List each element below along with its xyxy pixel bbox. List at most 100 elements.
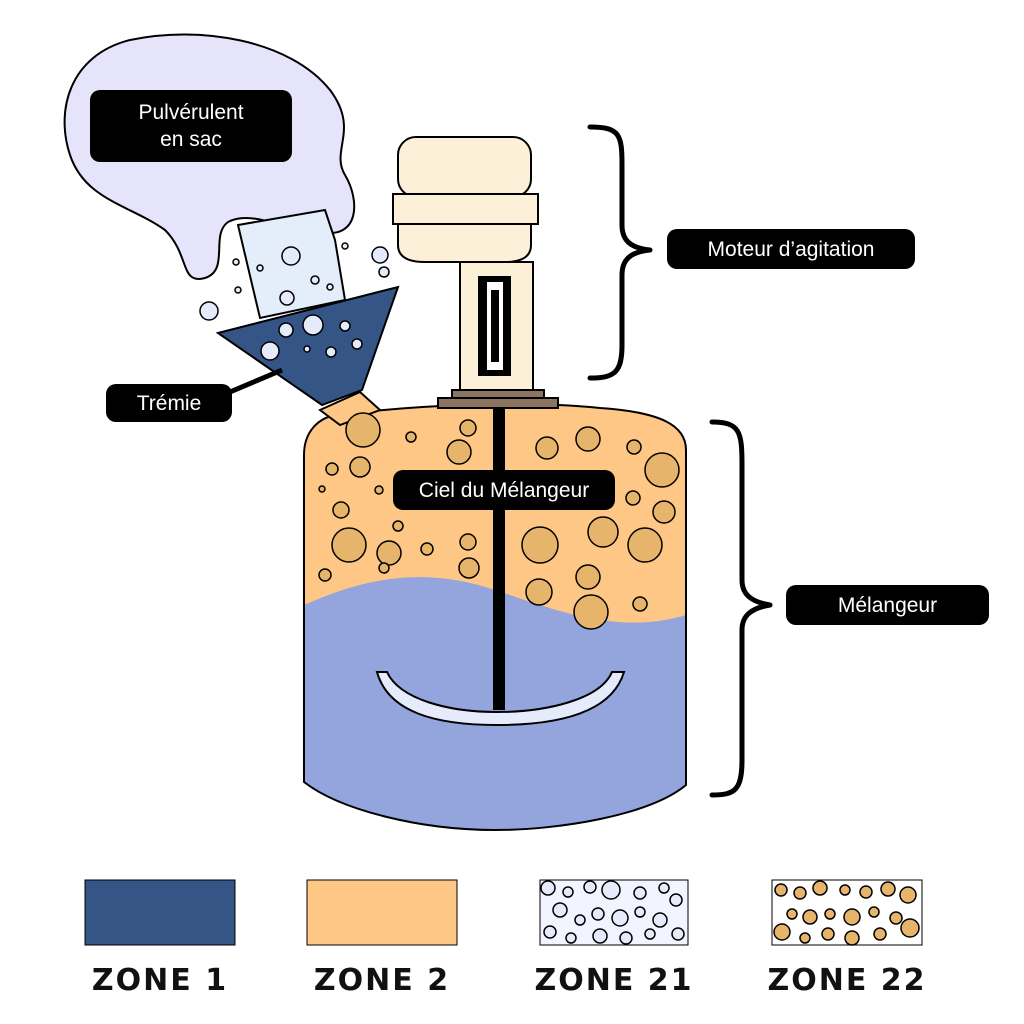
motor-body: [397, 223, 532, 263]
bubble: [773, 923, 791, 941]
bubble: [786, 908, 798, 920]
bubble: [633, 886, 647, 900]
bubble: [619, 931, 633, 945]
bubble: [349, 456, 371, 478]
bubble: [281, 246, 301, 266]
bubble: [644, 928, 656, 940]
motor-cap: [397, 136, 532, 198]
bubble: [889, 911, 903, 925]
bubble: [573, 594, 609, 630]
bubble: [303, 345, 311, 353]
hopper-leader-line: [229, 367, 283, 395]
bubble: [278, 322, 294, 338]
bubble: [405, 431, 417, 443]
bubble: [575, 426, 601, 452]
bubble: [562, 886, 574, 898]
bubble: [374, 485, 384, 495]
bubble: [458, 557, 480, 579]
label-mixer-sky: Ciel du Mélangeur: [393, 470, 615, 510]
motor-brace: [587, 124, 653, 381]
hopper-bubbles: [199, 242, 390, 361]
motor-window-slot: [491, 290, 499, 362]
bubble: [310, 275, 320, 285]
bubble: [591, 907, 605, 921]
bubble: [521, 526, 559, 564]
bubble: [326, 283, 334, 291]
bubble: [260, 341, 280, 361]
bubble: [341, 242, 349, 250]
bubble: [601, 880, 621, 900]
bubble: [325, 462, 339, 476]
tank-inlet: [318, 390, 382, 427]
bubble: [325, 346, 337, 358]
bubble: [900, 918, 920, 938]
legend-title-zone-2: ZONE 2: [313, 963, 451, 998]
bubble: [880, 881, 896, 897]
bubble: [378, 266, 390, 278]
bubble: [658, 882, 670, 894]
label-powder-bag: Pulvérulent en sac: [90, 90, 292, 162]
bubble: [625, 490, 641, 506]
mixer-brace: [709, 419, 773, 798]
bubble: [859, 885, 873, 899]
legend-swatch-zone-1: [84, 879, 236, 946]
bubble: [868, 906, 880, 918]
bubble: [392, 520, 404, 532]
bubble: [843, 908, 861, 926]
bubble: [376, 540, 402, 566]
legend-pattern-zone-22: [773, 880, 920, 946]
label-hopper: Trémie: [106, 384, 232, 422]
label-motor: Moteur d’agitation: [667, 229, 915, 269]
bubble: [644, 452, 680, 488]
bubble: [199, 301, 219, 321]
bubble: [302, 314, 324, 336]
bubble: [535, 436, 559, 460]
bubble: [351, 338, 363, 350]
agitator-impeller: [375, 671, 626, 727]
agitator-shaft: [493, 408, 505, 710]
legend-pattern-zone-21: [540, 880, 685, 945]
bubble: [459, 419, 477, 437]
label-powder-bag-line1: Pulvérulent: [138, 101, 244, 124]
bubble: [232, 258, 240, 266]
bubble: [459, 533, 477, 551]
bubble: [821, 927, 835, 941]
legend-title-zone-1: ZONE 1: [91, 963, 229, 998]
bubble: [652, 500, 676, 524]
bubble: [839, 884, 851, 896]
bubble: [234, 286, 242, 294]
bubble: [318, 485, 326, 493]
bubble: [332, 501, 350, 519]
bubble: [420, 542, 434, 556]
bubble: [552, 902, 568, 918]
bubble: [799, 932, 811, 944]
bubble: [378, 562, 390, 574]
bubble: [575, 564, 601, 590]
label-mixer: Mélangeur: [786, 585, 989, 625]
motor-base: [437, 397, 559, 409]
bubble: [793, 886, 807, 900]
bubble: [634, 906, 646, 918]
bubble: [774, 883, 788, 897]
legend-title-zone-22: ZONE 22: [767, 963, 927, 998]
tank-bubbles: [318, 412, 680, 630]
bubble: [371, 246, 389, 264]
bubble: [587, 516, 619, 548]
bubble: [525, 578, 553, 606]
bubble: [574, 914, 586, 926]
bubble: [318, 568, 332, 582]
bubble: [844, 930, 860, 946]
bubble: [583, 880, 597, 894]
bubble: [540, 880, 556, 896]
bubble: [543, 925, 557, 939]
bubble: [339, 320, 351, 332]
legend-title-zone-21: ZONE 21: [534, 963, 694, 998]
bubble: [279, 290, 295, 306]
bubble: [256, 264, 264, 272]
bubble: [345, 412, 381, 448]
motor-band: [392, 193, 539, 225]
label-powder-bag-line2: en sac: [160, 128, 222, 151]
bubble: [669, 893, 683, 907]
bubble: [899, 886, 917, 904]
